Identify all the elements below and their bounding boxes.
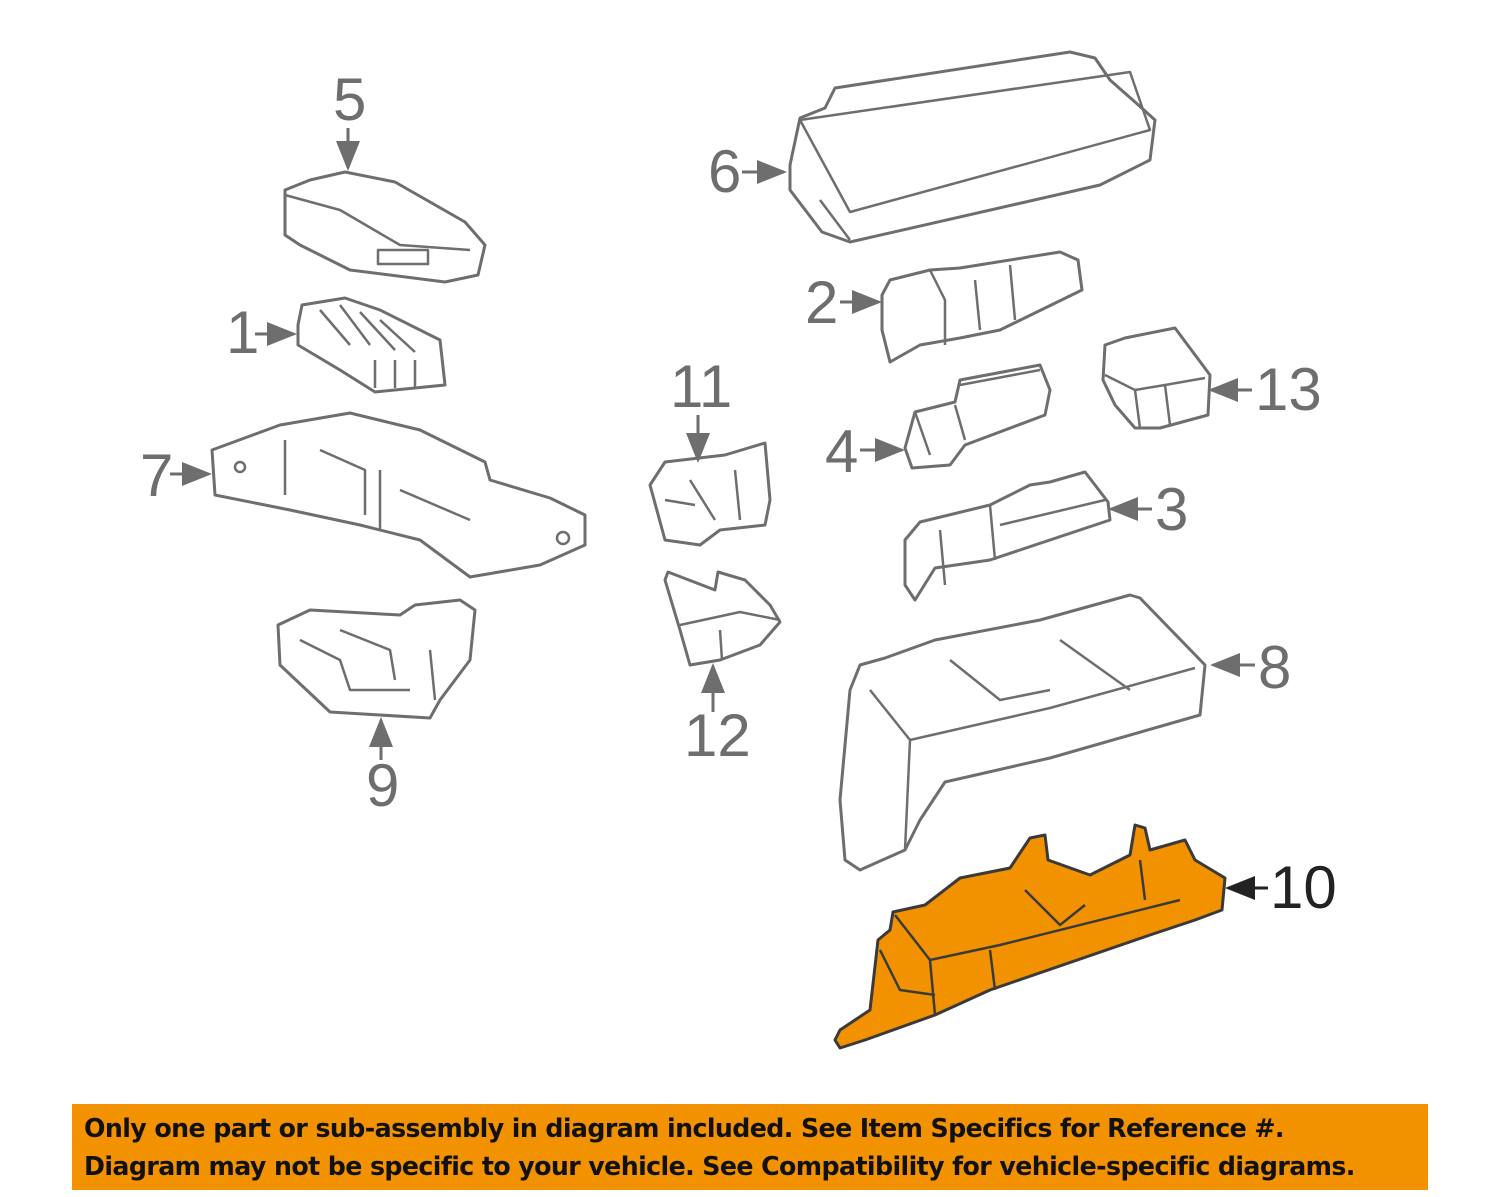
parts-diagram: 5 1 7 9 6 2 11 12 4 13 3 8 10	[140, 50, 1337, 1050]
part-13-relay[interactable]	[1101, 326, 1212, 430]
part-10-fuse-box-lower-case[interactable]	[833, 823, 1227, 1050]
part-2-relay[interactable]	[880, 250, 1084, 364]
callout-4: 4	[825, 418, 858, 485]
part-9-cover[interactable]	[276, 598, 477, 720]
callout-2: 2	[805, 269, 838, 336]
part-11-cover[interactable]	[648, 441, 772, 547]
callout-3: 3	[1155, 476, 1188, 543]
part-3-cover[interactable]	[903, 470, 1112, 602]
callout-10: 10	[1270, 854, 1337, 921]
callout-9: 9	[366, 752, 399, 819]
part-8-fuse-box-housing[interactable]	[838, 593, 1207, 872]
callout-1: 1	[226, 299, 259, 366]
part-4-relay[interactable]	[903, 363, 1052, 470]
part-5-cover[interactable]	[283, 170, 487, 284]
part-1-relay-block[interactable]	[296, 296, 447, 394]
disclaimer-line-1: Only one part or sub-assembly in diagram…	[84, 1114, 1284, 1144]
callout-7: 7	[140, 442, 173, 509]
callout-8: 8	[1258, 634, 1291, 701]
callout-11: 11	[670, 353, 732, 420]
callout-5: 5	[333, 66, 366, 133]
callout-6: 6	[708, 138, 741, 205]
disclaimer-line-2: Diagram may not be specific to your vehi…	[84, 1152, 1355, 1182]
part-6-cover[interactable]	[788, 50, 1157, 244]
callout-13: 13	[1255, 356, 1322, 423]
part-7-bracket[interactable]	[210, 411, 587, 579]
callout-12: 12	[684, 702, 751, 769]
part-12-cover[interactable]	[663, 570, 782, 667]
disclaimer-banner: Only one part or sub-assembly in diagram…	[72, 1104, 1428, 1190]
